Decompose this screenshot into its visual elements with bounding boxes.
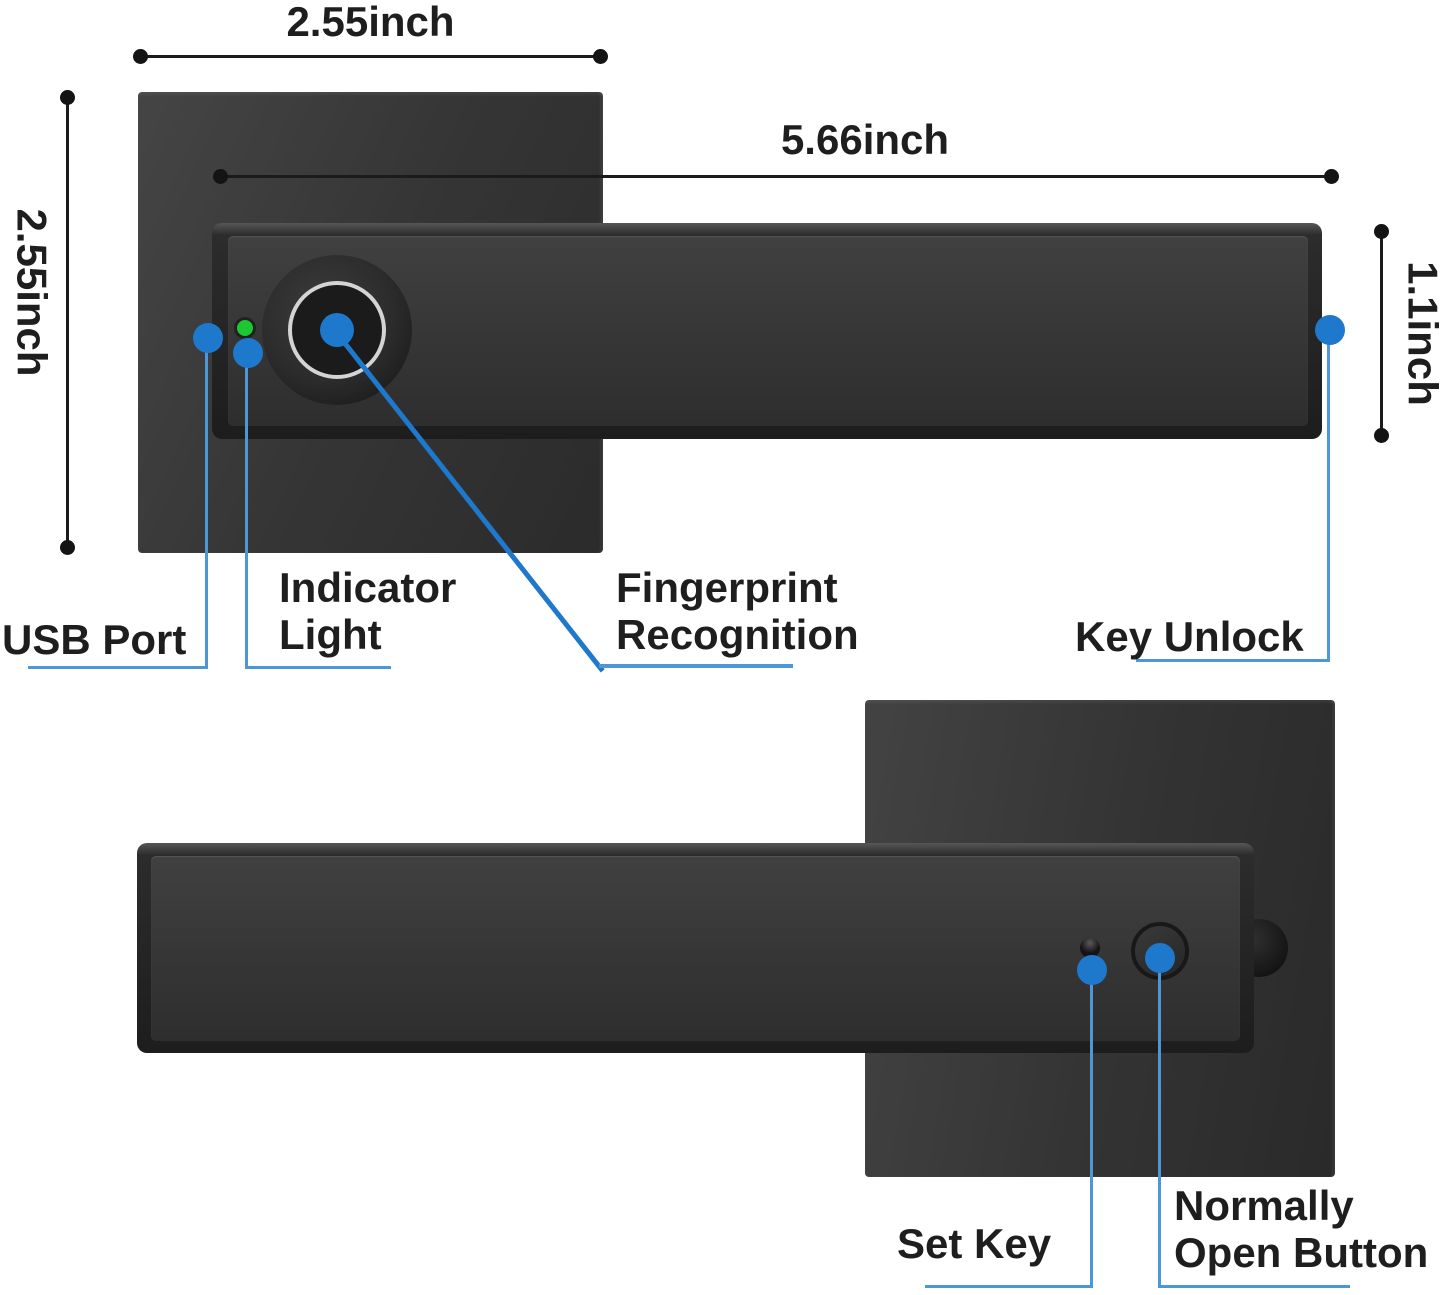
usb-port-leader-vertical	[205, 348, 208, 669]
normally-open-label-line2: Open Button	[1174, 1229, 1429, 1276]
key-unlock-dot	[1315, 315, 1345, 345]
indicator-light-dot	[233, 338, 263, 368]
normally-open-leader-horizontal	[1158, 1285, 1350, 1288]
usb-port-label: USB Port	[2, 616, 187, 663]
key-unlock-leader-vertical	[1327, 342, 1330, 662]
dimension-line-lever-length	[213, 169, 1339, 184]
indicator-light-leader-horizontal	[245, 666, 391, 669]
back-lever-face	[151, 856, 1240, 1041]
dimension-line-plate-width	[133, 49, 608, 64]
fingerprint-label-line2: Recognition	[616, 611, 859, 658]
dimension-endpoint-dot	[1374, 224, 1389, 239]
key-unlock-leader-horizontal	[1136, 659, 1330, 662]
usb-port-leader-horizontal	[28, 666, 208, 669]
set-key-leader-vertical	[1090, 982, 1093, 1288]
set-key-leader-horizontal	[925, 1285, 1093, 1288]
key-unlock-label: Key Unlock	[1075, 613, 1304, 660]
dimension-line-lever-height	[1374, 224, 1389, 443]
normally-open-label-line1: Normally	[1174, 1182, 1354, 1229]
fingerprint-sensor-dot	[320, 313, 354, 347]
fingerprint-label-line1: Fingerprint	[616, 564, 838, 611]
lever-height-label: 1.1inch	[1399, 261, 1447, 406]
indicator-light-label: Indicator Light	[279, 564, 456, 658]
set-key-label: Set Key	[897, 1220, 1052, 1267]
dimension-endpoint-dot	[60, 540, 75, 555]
dimension-endpoint-dot	[213, 169, 228, 184]
fingerprint-recognition-label: Fingerprint Recognition	[616, 564, 859, 658]
normally-open-button-label: Normally Open Button	[1174, 1182, 1428, 1276]
dimension-endpoint-dot	[60, 90, 75, 105]
led-indicator-light	[237, 320, 253, 336]
dimension-line-plate-height	[60, 90, 75, 555]
lever-length-label: 5.66inch	[780, 116, 950, 163]
set-key-hole	[1080, 938, 1100, 958]
plate-height-label: 2.55inch	[8, 208, 56, 377]
usb-port-dot	[193, 323, 223, 353]
normally-open-button-dot	[1145, 943, 1175, 973]
indicator-light-label-line1: Indicator	[279, 564, 457, 611]
dimension-endpoint-dot	[1324, 169, 1339, 184]
plate-width-label: 2.55inch	[286, 0, 455, 45]
dimension-endpoint-dot	[1374, 428, 1389, 443]
indicator-light-label-line2: Light	[279, 611, 382, 658]
fingerprint-leader-horizontal	[599, 664, 793, 668]
set-key-dot	[1077, 955, 1107, 985]
dimension-endpoint-dot	[593, 49, 608, 64]
dimension-endpoint-dot	[133, 49, 148, 64]
indicator-light-leader-vertical	[245, 362, 248, 669]
normally-open-leader-vertical	[1158, 970, 1161, 1288]
